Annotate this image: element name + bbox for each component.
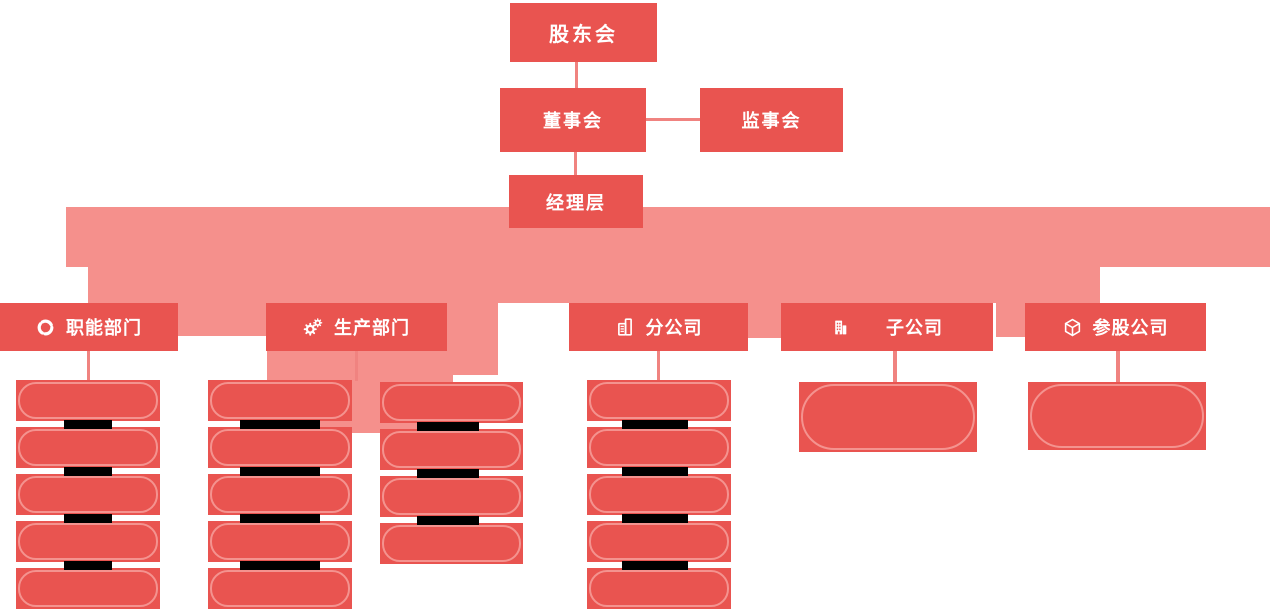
connector-dept-3 [657,351,660,380]
org-unit-pill [380,382,523,423]
pill-link-bar [64,561,112,570]
org-unit-pill [16,427,160,468]
dept-header-branch: 分公司 [569,303,748,351]
pill-link-bar [64,467,112,476]
dept-header-label: 子公司 [886,318,943,339]
org-unit-pill [799,382,977,452]
org-unit-pill-outline [382,478,521,515]
dept-header-label: 分公司 [645,318,703,339]
pill-link-bar [417,422,479,431]
org-unit-pill-outline [210,429,350,466]
org-unit-pill [587,568,731,609]
org-unit-pill-outline [382,525,521,562]
org-unit-pill [16,380,160,421]
dept-header-equity: 参股公司 [1025,303,1206,351]
org-unit-pill-outline [1030,384,1204,448]
node-board: 董事会 [500,88,646,152]
node-supervisory-label: 监事会 [741,111,802,132]
sync-circle-icon [36,318,55,337]
org-unit-pill-outline [18,570,158,607]
connector-dept-5 [1116,350,1120,383]
pill-link-bar [240,561,320,570]
pill-link-bar [240,420,320,429]
org-unit-pill [587,427,731,468]
org-unit-pill-outline [210,476,350,513]
building-outline-icon [615,317,635,337]
pill-link-bar [240,467,320,476]
node-shareholders-label: 股东会 [549,22,618,46]
connector-board-supervisory [646,118,700,121]
pill-link-bar [622,420,688,429]
connector-band-main [66,207,1270,267]
pill-link-bar [64,514,112,523]
pill-link-bar [622,561,688,570]
org-unit-pill [208,427,352,468]
dept-header-functional: 职能部门 [0,303,178,351]
org-unit-pill-outline [18,429,158,466]
node-management: 经理层 [509,175,643,228]
org-unit-pill [208,521,352,562]
org-unit-pill-outline [210,382,350,419]
org-unit-pill-outline [801,384,975,450]
org-unit-pill [587,380,731,421]
dept-header-label: 参股公司 [1092,318,1169,339]
org-unit-pill [380,476,523,517]
pill-link-bar [240,514,320,523]
pill-link-bar [622,467,688,476]
gears-icon [303,317,323,337]
connector-dept-1 [87,351,90,381]
pill-link-bar [622,514,688,523]
org-unit-pill [16,474,160,515]
connector-band-step-1 [178,303,266,336]
cube-icon [1063,318,1082,337]
node-shareholders: 股东会 [510,3,657,62]
org-unit-pill [1028,382,1206,450]
node-management-label: 经理层 [546,192,606,214]
org-unit-pill [208,474,352,515]
org-unit-pill-outline [210,570,350,607]
org-unit-pill [16,521,160,562]
pill-link-bar [64,420,112,429]
connector-dept-2 [355,351,358,381]
org-unit-pill-outline [589,382,729,419]
connector-board-management [574,152,577,175]
org-unit-pill [587,474,731,515]
org-unit-pill-outline [589,476,729,513]
org-unit-pill-outline [18,523,158,560]
dept-header-label: 生产部门 [334,318,410,339]
dept-header-label: 职能部门 [66,318,142,339]
dept-header-subsidiary: 子公司 [781,303,993,351]
org-unit-pill-outline [18,382,158,419]
org-unit-pill-outline [589,523,729,560]
org-unit-pill [16,568,160,609]
node-board-label: 董事会 [543,111,603,132]
org-unit-pill [208,380,352,421]
org-unit-pill [380,429,523,470]
connector-band-sub [88,267,1100,303]
connector-band-step-3 [748,303,781,338]
connector-dept-4 [893,351,897,382]
org-unit-pill-outline [589,429,729,466]
org-unit-pill-outline [382,431,521,468]
dept-header-production: 生产部门 [266,303,447,351]
org-unit-pill-outline [382,384,521,421]
org-unit-pill-outline [18,476,158,513]
org-unit-pill [587,521,731,562]
pill-link-bar [417,516,479,525]
node-supervisory: 监事会 [700,88,843,152]
org-unit-pill [208,568,352,609]
org-unit-pill-outline [589,570,729,607]
connector-shareholders-board [575,62,578,88]
org-unit-pill [380,523,523,564]
org-unit-pill-outline [210,523,350,560]
building-solid-icon [831,318,850,337]
pill-link-bar [417,469,479,478]
connector-band-step-2 [453,303,498,375]
